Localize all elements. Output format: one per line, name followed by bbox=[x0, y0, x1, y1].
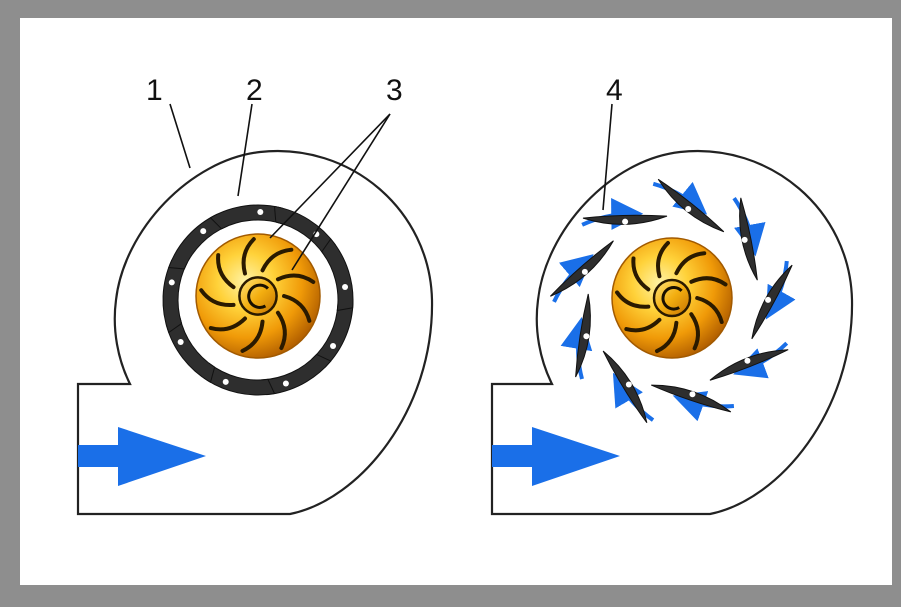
label-1: 1 bbox=[146, 74, 163, 107]
vane-pivot bbox=[223, 379, 229, 385]
vane-pivot bbox=[583, 333, 589, 339]
left-fan bbox=[78, 151, 432, 514]
right-fan bbox=[492, 151, 852, 514]
vane-pivot bbox=[257, 209, 263, 215]
vane-pivot bbox=[178, 339, 184, 345]
left-impeller bbox=[196, 234, 320, 358]
vane-pivot bbox=[689, 391, 695, 397]
vane-pivot bbox=[200, 228, 206, 234]
right-impeller bbox=[612, 238, 732, 358]
vane-pivot bbox=[626, 382, 632, 388]
label-2: 2 bbox=[246, 74, 263, 107]
vane-pivot bbox=[685, 206, 691, 212]
vane-pivot bbox=[169, 279, 175, 285]
vane-pivot bbox=[342, 284, 348, 290]
vane-pivot bbox=[765, 297, 771, 303]
vane-pivot bbox=[622, 219, 628, 225]
vane-pivot bbox=[330, 343, 336, 349]
impeller-hub bbox=[239, 277, 276, 314]
vane-pivot bbox=[744, 358, 750, 364]
impeller-hub bbox=[654, 280, 690, 316]
label-3: 3 bbox=[386, 74, 403, 107]
vane-pivot bbox=[582, 269, 588, 275]
vane-pivot bbox=[283, 380, 289, 386]
label-4: 4 bbox=[606, 74, 623, 107]
vane-pivot bbox=[742, 237, 748, 243]
